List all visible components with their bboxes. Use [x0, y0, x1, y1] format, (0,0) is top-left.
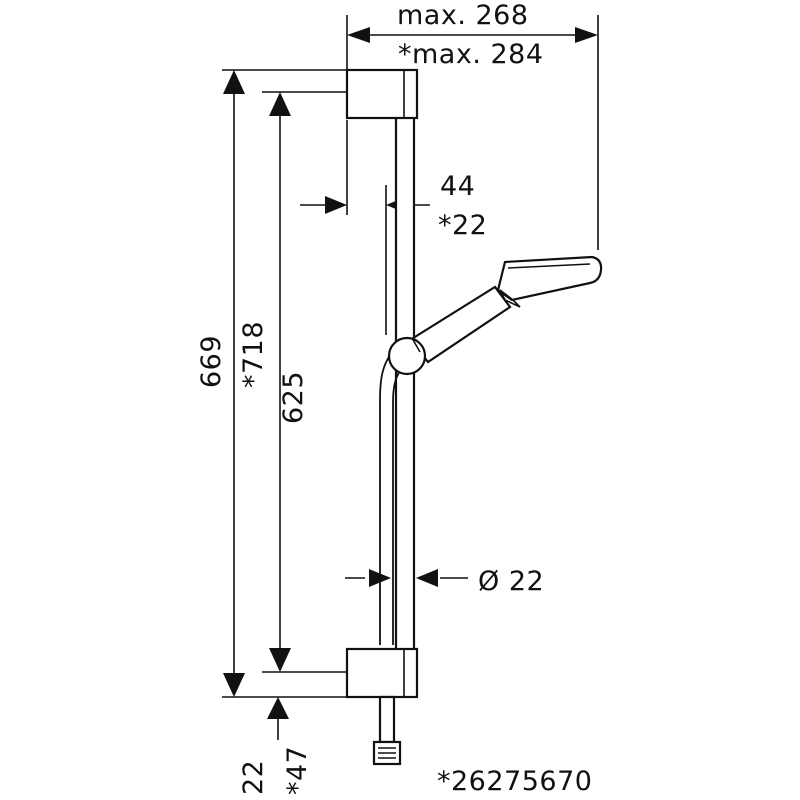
inner-height-label: 625	[278, 371, 309, 424]
total-height-label: 669	[196, 335, 227, 388]
bar-offset-label: 44	[440, 171, 475, 202]
bottom-offset-dimension	[267, 697, 289, 740]
arrow-left-icon	[347, 27, 370, 43]
hose-end	[378, 695, 396, 744]
arrow-right-icon	[575, 27, 598, 43]
article-number: *26275670	[437, 766, 592, 797]
bottom-offset-alt-label: *47	[282, 746, 313, 795]
rail-slider	[387, 336, 427, 376]
arrow-down-icon	[269, 648, 291, 672]
top-wall-bracket	[345, 68, 419, 120]
bar-offset-alt-label: *22	[438, 210, 487, 241]
total-height-dimension	[223, 70, 245, 697]
arrow-left-icon	[416, 569, 438, 587]
bottom-wall-bracket	[345, 647, 419, 699]
total-height-alt-label: *718	[238, 321, 269, 388]
diameter-dimension	[345, 569, 468, 587]
bar-diameter-label: Ø 22	[478, 566, 544, 597]
width-max-alt-label: *max. 284	[398, 39, 544, 70]
width-max-label: max. 268	[397, 0, 529, 31]
rail-bar	[394, 110, 416, 654]
arrow-up-icon	[223, 70, 245, 94]
extension-lines	[222, 15, 599, 698]
arrow-up-icon	[267, 697, 289, 719]
arrow-down-icon	[223, 673, 245, 697]
width-dimension	[347, 27, 598, 43]
arrow-up-icon	[269, 92, 291, 116]
inner-height-dimension	[269, 92, 291, 672]
bottom-offset-label: 22	[238, 760, 269, 795]
arrow-right-icon	[325, 196, 347, 214]
shower-rail	[345, 68, 603, 766]
